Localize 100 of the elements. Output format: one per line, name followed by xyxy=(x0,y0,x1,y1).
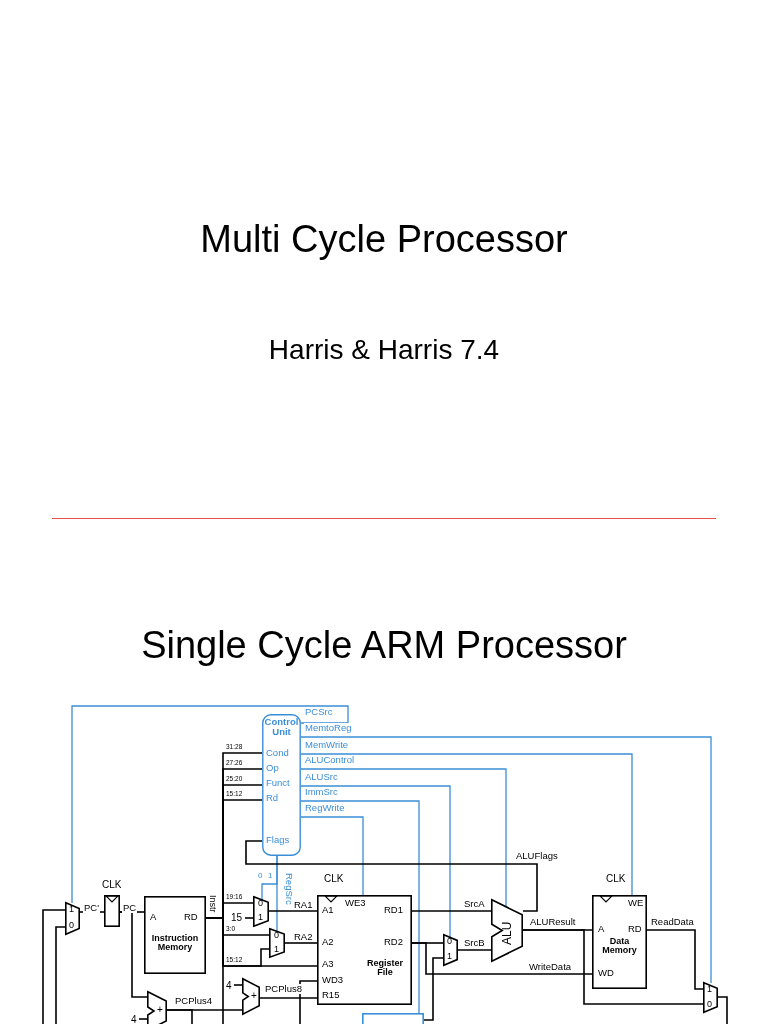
signal-label: RegWrite xyxy=(304,803,346,813)
wire xyxy=(276,855,278,933)
bit-index-label: 1 xyxy=(268,872,273,881)
wire xyxy=(119,911,148,998)
input-label: 1 xyxy=(274,945,279,955)
memory-block xyxy=(144,896,206,974)
signal-label: ALUControl xyxy=(304,755,356,765)
multiplexer xyxy=(253,896,269,927)
bus-label: Instr xyxy=(207,895,217,913)
port-label: RD xyxy=(628,924,642,934)
wire xyxy=(646,929,704,990)
signal-label: PC' xyxy=(83,903,100,913)
multiplexer xyxy=(443,934,458,966)
port-label: WE3 xyxy=(345,898,366,908)
signal-label: PCPlus4 xyxy=(174,996,213,1006)
adder xyxy=(147,991,167,1024)
wire xyxy=(300,816,364,896)
alu-block xyxy=(491,899,523,962)
clock-label: CLK xyxy=(324,874,344,885)
wire xyxy=(411,942,593,975)
wire xyxy=(259,997,318,999)
adder xyxy=(242,978,260,1015)
input-label: 1 xyxy=(707,985,712,995)
clock-label: CLK xyxy=(102,880,122,891)
wire xyxy=(55,926,66,1024)
port-label: A1 xyxy=(322,905,334,915)
signal-label: PCPlus8 xyxy=(264,984,303,994)
wire xyxy=(233,984,243,986)
signal-label: WriteData xyxy=(528,962,573,972)
wire xyxy=(245,840,538,912)
wire xyxy=(244,917,254,919)
wire xyxy=(300,785,451,939)
input-label: 0 xyxy=(274,931,279,941)
wire xyxy=(299,980,318,1024)
signal-label: RA2 xyxy=(293,932,314,942)
port-label: A xyxy=(598,924,605,934)
block-title: Control Unit xyxy=(263,717,300,737)
multiplexer xyxy=(269,928,285,958)
signal-label: ALUFlags xyxy=(515,851,559,861)
bit-index-label: 0 xyxy=(258,872,263,881)
wire xyxy=(522,929,704,1005)
wire xyxy=(300,800,420,1014)
input-label: 0 xyxy=(69,921,74,931)
section-heading: Single Cycle ARM Processor xyxy=(140,626,628,666)
signal-label: RA1 xyxy=(293,900,314,910)
port-label: WD xyxy=(598,968,614,978)
input-label: 0 xyxy=(258,899,263,909)
port-label: Funct xyxy=(266,778,290,788)
wire xyxy=(300,736,712,984)
block-title: ALU xyxy=(501,921,514,945)
signal-label: SrcB xyxy=(463,938,486,948)
port-label: Flags xyxy=(266,835,290,845)
control-unit-block xyxy=(262,714,301,856)
wire xyxy=(284,942,318,944)
wire xyxy=(42,909,66,1024)
multiplexer xyxy=(65,902,80,935)
port-label: A3 xyxy=(322,959,334,969)
port-label: A xyxy=(150,912,157,922)
wire xyxy=(205,917,224,1024)
multiplexer xyxy=(703,982,718,1013)
wire xyxy=(717,996,728,1024)
signal-label: ImmSrc xyxy=(304,787,339,797)
register xyxy=(104,895,120,927)
port-label: WD3 xyxy=(322,975,344,985)
input-label: 1 xyxy=(69,905,74,915)
block-title: Register File xyxy=(366,959,404,978)
signal-label: MemWrite xyxy=(304,740,350,750)
register-file-block xyxy=(317,895,412,1005)
port-label: RD1 xyxy=(384,905,403,915)
signal-label: ALUResult xyxy=(529,917,577,927)
port-label: RD2 xyxy=(384,937,403,947)
input-label: 1 xyxy=(258,913,263,923)
plus-sign: + xyxy=(251,991,257,1002)
port-label: A2 xyxy=(322,937,334,947)
input-label: 0 xyxy=(447,937,452,947)
wire xyxy=(457,949,492,951)
signal-label: RegSrc xyxy=(284,872,294,906)
signal-label: MemtoReg xyxy=(304,723,353,733)
subtitle: Harris & Harris 7.4 xyxy=(267,335,501,365)
block-title: Data Memory xyxy=(601,937,638,956)
wire xyxy=(300,768,507,907)
input-label: 0 xyxy=(707,1000,712,1010)
wire xyxy=(423,957,444,1021)
port-label: Cond xyxy=(266,748,289,758)
slide-title: Multi Cycle Processor xyxy=(199,220,569,260)
wire xyxy=(411,910,492,912)
wire xyxy=(300,753,633,896)
signal-label: PC xyxy=(122,903,138,913)
constant-value: 4 xyxy=(226,979,234,992)
signal-label: SrcA xyxy=(463,899,486,909)
wire xyxy=(138,1018,148,1020)
port-label: RD xyxy=(184,912,198,922)
signal-label: ReadData xyxy=(650,917,695,927)
constant-value: 4 xyxy=(131,1013,139,1024)
constant-value: 15 xyxy=(231,911,245,924)
plus-sign: + xyxy=(157,1005,163,1016)
wire xyxy=(71,705,349,904)
signal-label: PCSrc xyxy=(304,707,334,717)
wire xyxy=(268,910,318,912)
port-label: Op xyxy=(266,763,279,773)
